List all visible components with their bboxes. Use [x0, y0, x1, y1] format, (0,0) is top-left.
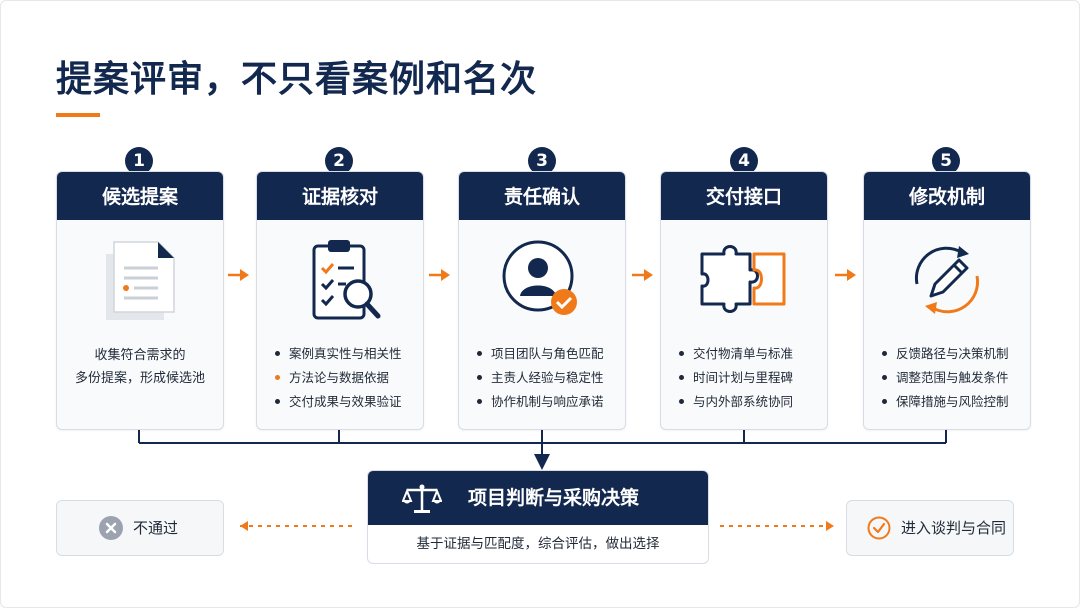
bullet-text: 案例真实性与相关性	[289, 346, 402, 361]
reject-arrowhead	[240, 521, 248, 531]
bullet-item: 时间计划与里程碑	[679, 366, 821, 390]
bullet-dot	[679, 399, 684, 404]
step-card-candidate: 候选提案 收集符合需求的 多份提案，形成候选池	[56, 171, 224, 430]
bullet-item: 与内外部系统协同	[679, 390, 821, 414]
bullet-item: 案例真实性与相关性	[275, 342, 417, 366]
bus-line	[138, 428, 947, 444]
bullet-dot	[275, 375, 280, 380]
bullet-text: 方法论与数据依据	[289, 370, 390, 385]
bullet-item: 反馈路径与决策机制	[882, 342, 1024, 366]
bullet-text: 协作机制与响应承诺	[491, 394, 604, 409]
arrow-right-icon	[835, 269, 856, 281]
check-circle-icon	[867, 516, 891, 540]
step-card-revision: 修改机制 反馈路径与决策机制 调整范围与触发条件 保障措施与风险控制	[863, 171, 1031, 430]
bullet-item: 协作机制与响应承诺	[477, 390, 619, 414]
step-title: 责任确认	[459, 172, 625, 220]
bullet-item: 调整范围与触发条件	[882, 366, 1024, 390]
step-title: 证据核对	[257, 172, 423, 220]
bullet-text: 主责人经验与稳定性	[491, 370, 604, 385]
bullet-dot	[275, 351, 280, 356]
decision-header: 项目判断与采购决策	[368, 471, 708, 525]
bullet-dot	[275, 399, 280, 404]
outcome-label: 进入谈判与合同	[901, 519, 1007, 537]
bullet-dot	[477, 351, 482, 356]
desc-line: 多份提案，形成候选池	[74, 371, 205, 386]
step-bullet-list: 案例真实性与相关性 方法论与数据依据 交付成果与效果验证	[275, 342, 417, 414]
decision-box: 项目判断与采购决策 基于证据与匹配度，综合评估，做出选择	[367, 470, 709, 564]
bullet-item: 交付物清单与标准	[679, 342, 821, 366]
bullet-dot	[882, 375, 887, 380]
step-number-5: 5	[932, 147, 960, 175]
bullet-dot	[882, 399, 887, 404]
step-description: 收集符合需求的 多份提案，形成候选池	[67, 344, 213, 390]
bullet-dot	[679, 351, 684, 356]
bullet-item: 交付成果与效果验证	[275, 390, 417, 414]
arrow-right-icon	[632, 269, 653, 281]
bullet-item: 项目团队与角色匹配	[477, 342, 619, 366]
arrow-right-icon	[429, 269, 450, 281]
bullet-text: 反馈路径与决策机制	[896, 346, 1009, 361]
decision-title: 项目判断与采购决策	[468, 487, 640, 509]
desc-line: 收集符合需求的	[94, 348, 186, 363]
outcome-reject: 不通过	[56, 500, 224, 556]
step-title: 候选提案	[57, 172, 223, 220]
pencil-cycle-icon	[864, 232, 1030, 328]
decision-subtitle: 基于证据与匹配度，综合评估，做出选择	[416, 536, 660, 552]
page-title: 提案评审，不只看案例和名次	[56, 59, 538, 100]
scales-icon	[402, 484, 442, 513]
step-number-1: 1	[125, 147, 153, 175]
step-number-2: 2	[325, 147, 353, 175]
bullet-text: 项目团队与角色匹配	[491, 346, 604, 361]
step-number-4: 4	[730, 147, 758, 175]
step-card-evidence: 证据核对 案例真实性与相关性 方法论与数据依据 交付成果与效果验证	[256, 171, 424, 430]
bullet-dot	[477, 375, 482, 380]
bullet-dot	[882, 351, 887, 356]
bullet-text: 时间计划与里程碑	[693, 370, 794, 385]
bullet-text: 交付成果与效果验证	[289, 394, 402, 409]
accept-arrowhead	[826, 521, 834, 531]
step-bullet-list: 反馈路径与决策机制 调整范围与触发条件 保障措施与风险控制	[882, 342, 1024, 414]
step-card-responsibility: 责任确认 项目团队与角色匹配 主责人经验与稳定性 协作机制与响应承诺	[458, 171, 626, 430]
title-accent-bar	[56, 113, 100, 117]
x-circle-icon	[99, 516, 123, 540]
bullet-dot	[679, 375, 684, 380]
arrow-right-icon	[228, 269, 249, 281]
bullet-dot	[477, 399, 482, 404]
step-title: 修改机制	[864, 172, 1030, 220]
user-check-icon	[459, 232, 625, 328]
bullet-text: 交付物清单与标准	[693, 346, 794, 361]
outcome-label: 不通过	[133, 519, 179, 537]
bullet-item: 主责人经验与稳定性	[477, 366, 619, 390]
bullet-item: 保障措施与风险控制	[882, 390, 1024, 414]
bullet-text: 与内外部系统协同	[693, 394, 794, 409]
outcome-accept: 进入谈判与合同	[846, 500, 1014, 556]
step-bullet-list: 交付物清单与标准 时间计划与里程碑 与内外部系统协同	[679, 342, 821, 414]
step-bullet-list: 项目团队与角色匹配 主责人经验与稳定性 协作机制与响应承诺	[477, 342, 619, 414]
puzzle-icon	[661, 232, 827, 328]
step-number-3: 3	[528, 147, 556, 175]
bullet-text: 保障措施与风险控制	[896, 394, 1009, 409]
document-icon	[57, 232, 223, 328]
bullet-text: 调整范围与触发条件	[896, 370, 1009, 385]
step-title: 交付接口	[661, 172, 827, 220]
bullet-item: 方法论与数据依据	[275, 366, 417, 390]
clipboard-magnifier-icon	[257, 232, 423, 328]
step-card-delivery: 交付接口 交付物清单与标准 时间计划与里程碑 与内外部系统协同	[660, 171, 828, 430]
